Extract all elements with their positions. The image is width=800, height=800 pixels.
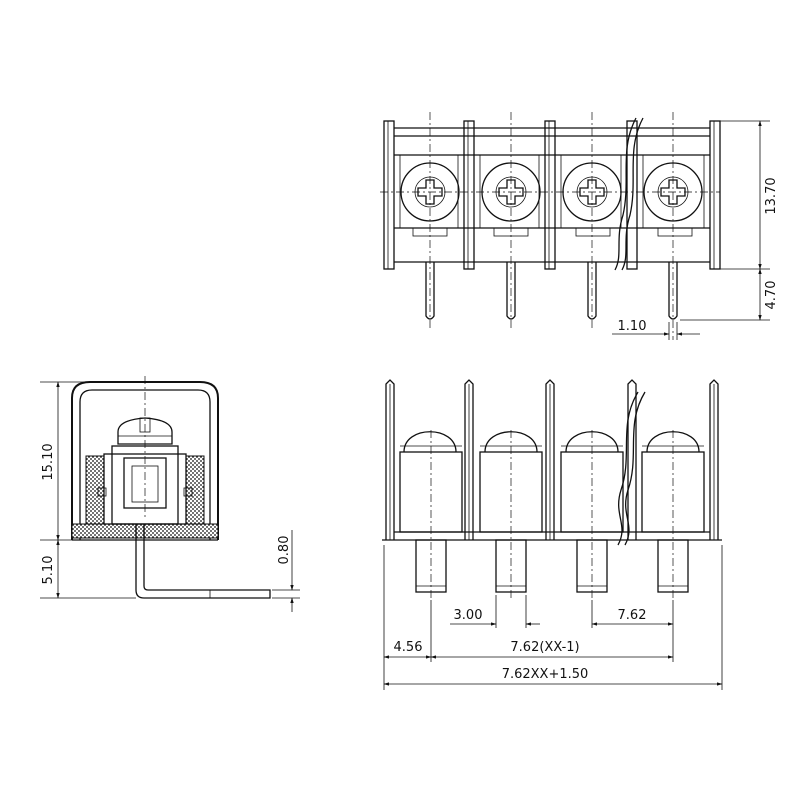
dim-side-thickness: 0.80 — [277, 536, 292, 565]
dim-pin-first-offset: 3.00 — [454, 608, 483, 623]
top-view: 13.70 4.70 1.10 — [380, 112, 779, 340]
front-barriers — [385, 379, 719, 540]
dim-overall: 7.62XX+1.50 — [502, 667, 589, 682]
dim-pitch-span: 7.62(XX-1) — [510, 640, 579, 655]
side-base-hatch — [71, 523, 219, 539]
front-terminals — [399, 431, 705, 533]
front-pins — [415, 539, 689, 593]
front-view: 3.00 7.62 7.62(XX-1) 4.56 7.62XX+1.50 — [382, 379, 723, 690]
side-view: 15.10 5.10 0.80 — [40, 376, 300, 612]
dim-side-pin: 5.10 — [41, 556, 56, 585]
dim-side-height: 15.10 — [41, 443, 56, 480]
top-barriers — [383, 120, 721, 270]
top-pins — [425, 262, 678, 320]
dim-pin-length: 4.70 — [764, 281, 779, 310]
dim-top-height: 13.70 — [764, 177, 779, 214]
dim-edge-offset: 4.56 — [394, 640, 423, 655]
dim-pin-width: 1.10 — [618, 319, 647, 334]
side-bent-pin — [135, 524, 271, 599]
dim-pitch: 7.62 — [618, 608, 647, 623]
